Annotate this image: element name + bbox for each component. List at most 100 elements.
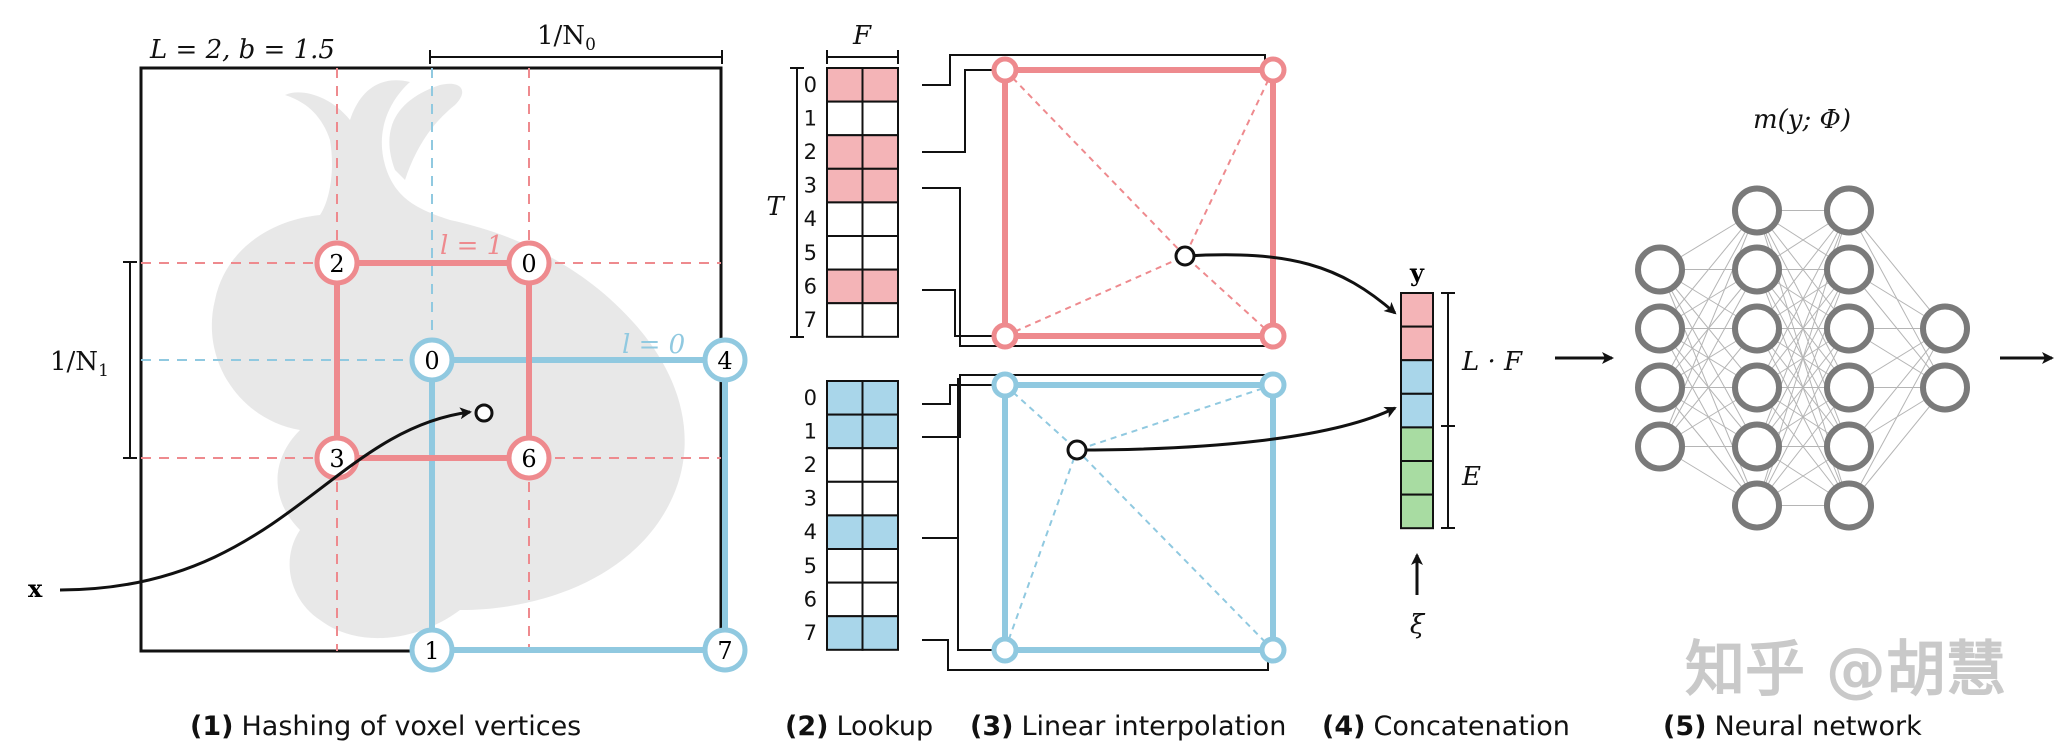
panel-interpolation [991, 56, 1397, 664]
nn-node [1824, 185, 1874, 236]
blue-table-cell [861, 581, 899, 618]
red-vertex-label: 2 [329, 250, 344, 278]
feature-vector [1400, 292, 1434, 530]
nn-node [1732, 362, 1782, 413]
blue-table-cell [861, 413, 899, 450]
blue-table-row-index: 2 [804, 453, 817, 477]
nn-node [1635, 421, 1685, 472]
nn-node [1920, 303, 1970, 354]
nn-edge [1848, 328, 1946, 447]
nn-node [1635, 362, 1685, 413]
panel-hashing: L = 2, b = 1.5 1/N0 1/N1 [28, 21, 748, 673]
blue-table-cell [826, 447, 864, 483]
svg-text:1/N0: 1/N0 [537, 21, 596, 55]
n0-label: 1/N [537, 21, 585, 51]
blue-interp-square [1002, 382, 1276, 653]
blue-table-cell [826, 380, 864, 416]
caption-text: Lookup [836, 711, 933, 742]
blue-table-row-index: 5 [804, 554, 817, 578]
caption-text: Linear interpolation [1021, 711, 1286, 742]
red-hash-table: 0 1 2 3 4 5 6 7 [804, 67, 899, 338]
svg-text:1/N1: 1/N1 [50, 347, 109, 381]
red-table-row-index: 3 [804, 174, 817, 198]
nn-edge [1659, 210, 1758, 329]
nn-node [1824, 244, 1874, 295]
svg-text:(3)Linear interpolation: (3) Linear interpolation [970, 711, 1286, 742]
svg-text:(4)Concatenation: (4) Concatenation [1322, 711, 1570, 742]
red-table-row-index: 0 [804, 73, 817, 97]
nn-node [1732, 244, 1782, 295]
feature-vector-cell [1400, 392, 1434, 429]
blue-table-cell [861, 380, 899, 416]
x-input-label: x [28, 574, 43, 603]
blue-table-row-index: 6 [804, 587, 817, 611]
red-table-row-index: 5 [804, 241, 817, 265]
nn-edge [1756, 210, 1850, 388]
red-table-row-index: 6 [804, 274, 817, 298]
panel-concatenation: y L · F E ξ [1400, 258, 1614, 640]
red-vertex-label: 0 [521, 250, 536, 278]
caption-num: (5) [1663, 711, 1706, 742]
red-table-cell [861, 201, 899, 237]
params-label: L = 2, b = 1.5 [149, 35, 335, 65]
red-table-cell [826, 302, 864, 338]
caption-num: (4) [1322, 711, 1365, 742]
caption-text: Concatenation [1373, 711, 1569, 742]
nn-node [1732, 480, 1782, 531]
feature-vector-cell [1400, 325, 1434, 362]
table-connectors [922, 54, 1269, 671]
blue-table-cell [861, 447, 899, 483]
red-vertex-label: 3 [329, 445, 344, 473]
feature-vector-cell [1400, 426, 1434, 462]
nn-edge [1659, 328, 1758, 447]
blue-output-arrow [1076, 406, 1397, 452]
blue-table-cell [826, 548, 864, 584]
blue-vertex-label: 4 [717, 347, 732, 375]
caption-num: (2) [785, 711, 828, 742]
blue-table-row-index: 3 [804, 487, 817, 511]
red-table-row-index: 7 [804, 308, 817, 332]
blue-table-row-index: 1 [804, 419, 817, 443]
feature-vector-cell [1400, 292, 1434, 328]
blue-table-cell [826, 615, 864, 651]
n1-dimension: 1/N1 [50, 261, 137, 459]
blue-table-cell [826, 413, 864, 450]
nn-edge [1659, 210, 1758, 388]
red-voxel [334, 260, 532, 461]
red-table-cell [826, 235, 864, 271]
red-output-arrow [1184, 253, 1397, 315]
xi-label: ξ [1410, 610, 1426, 640]
blue-interp-point [1066, 439, 1088, 461]
nn-node [1920, 362, 1970, 413]
n0-sub: 0 [585, 35, 596, 55]
red-table-cell [826, 67, 864, 103]
nn-edge [1848, 387, 1946, 506]
red-table-cell [826, 134, 864, 170]
n0-dimension: 1/N0 [429, 21, 723, 64]
red-table-row-index: 2 [804, 140, 817, 164]
caption-num: (1) [190, 711, 233, 742]
red-table-cell [826, 268, 864, 305]
red-table-row-index: 4 [804, 207, 817, 231]
caption-num: (3) [970, 711, 1013, 742]
red-interp-point [1174, 245, 1196, 267]
nn-node [1824, 362, 1874, 413]
nn-node [1732, 185, 1782, 236]
red-table-row-index: 1 [804, 106, 817, 130]
sample-point [474, 403, 494, 423]
red-table-cell [861, 100, 899, 137]
feature-vector-cell [1400, 493, 1434, 530]
red-table-cell [861, 167, 899, 204]
blue-table-cell [826, 581, 864, 618]
t-label: T [766, 192, 785, 222]
red-interp-square [1002, 67, 1276, 339]
red-vertex-label: 6 [521, 445, 536, 473]
nn-node [1824, 303, 1874, 354]
svg-text:(2)Lookup: (2) Lookup [785, 711, 933, 742]
red-table-cell [826, 100, 864, 137]
blue-table-cell [861, 514, 899, 551]
svg-text:(1)Hashing of voxel vertices: (1)Hashing of voxel vertices [190, 711, 581, 742]
blue-vertex-label: 1 [424, 637, 439, 665]
level1-label: l = 1 [440, 231, 503, 261]
